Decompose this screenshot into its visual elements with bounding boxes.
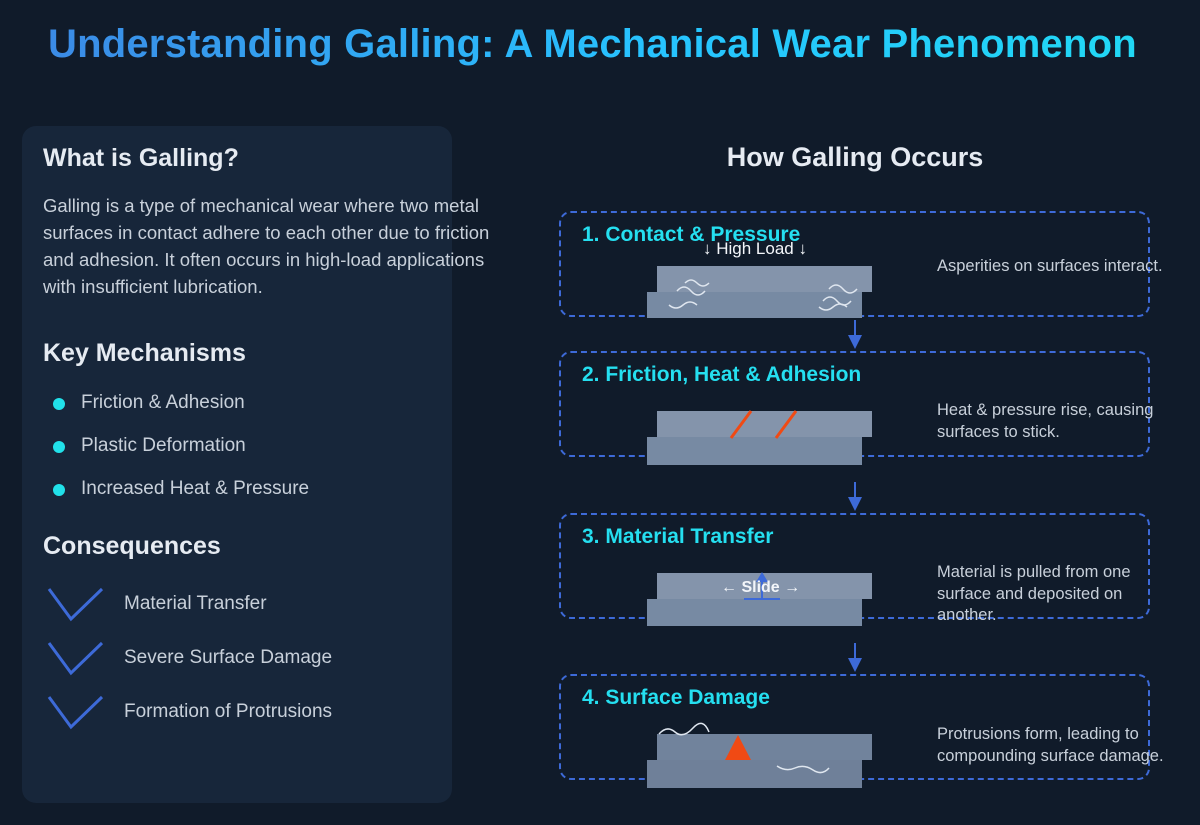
stage-contact-pressure: 1. Contact & Pressure ↓ High Load ↓ Aspe… [559,211,1163,318]
consequence-item: Material Transfer [46,583,446,623]
checkmark-icon [47,641,104,676]
stage-description: Material is pulled from one surface and … [937,563,1131,624]
arrow-down-icon [848,482,862,511]
stage-title: 3. Material Transfer [582,525,774,548]
consequence-label: Severe Surface Damage [124,647,333,668]
key-mechanisms-heading: Key Mechanisms [43,339,246,367]
checkmark-icon [47,695,104,730]
stage-title: 2. Friction, Heat & Adhesion [582,363,862,386]
damage-marks [658,722,830,774]
info-panel [22,126,452,803]
transfer-arrow-icon [744,572,780,600]
page-title: Understanding Galling: A Mechanical Wear… [48,22,1137,66]
heat-streaks [729,410,798,439]
lower-surface [647,599,862,626]
upper-surface [657,266,872,292]
stage-material-transfer: 3. Material Transfer ← Slide → Material … [559,513,1150,626]
checkmark-icon [47,587,104,622]
lower-surface [647,437,862,465]
stage-friction-heat-adhesion: 2. Friction, Heat & Adhesion Heat & pres… [559,351,1153,465]
process-heading: How Galling Occurs [726,142,984,172]
mechanism-label: Increased Heat & Pressure [81,478,310,499]
arrow-down-icon [848,643,862,672]
mechanism-label: Plastic Deformation [81,435,246,456]
stage-description: Protrusions form, leading to compounding… [937,725,1164,765]
mechanism-item: Friction & Adhesion [53,392,433,416]
asperity-squiggles [668,279,858,311]
consequences-heading: Consequences [43,532,221,560]
stage-surface-damage: 4. Surface Damage Protrusions form, lead… [559,674,1164,788]
consequence-item: Severe Surface Damage [46,637,446,677]
what-is-galling-heading: What is Galling? [43,144,239,172]
lower-surface [647,760,862,788]
stage-title: 1. Contact & Pressure [582,223,801,246]
upper-surface [657,411,872,437]
mechanism-label: Friction & Adhesion [81,392,245,413]
bullet-dot-icon [53,398,65,410]
mechanism-item: Plastic Deformation [53,435,433,459]
stage-description: Heat & pressure rise, causing surfaces t… [937,401,1154,441]
consequence-label: Formation of Protrusions [124,701,333,722]
high-load-label: ↓ High Load ↓ [703,239,807,258]
stage-description: Asperities on surfaces interact. [937,257,1163,275]
mechanism-item: Increased Heat & Pressure [53,478,433,502]
consequence-item: Formation of Protrusions [46,691,446,731]
slide-label: ← Slide → [721,579,801,596]
arrow-down-icon [848,320,862,349]
bullet-dot-icon [53,441,65,453]
stage-title: 4. Surface Damage [582,686,770,709]
upper-surface [657,734,872,760]
consequence-label: Material Transfer [124,593,267,614]
galling-definition: Galling is a type of mechanical wear whe… [43,195,490,297]
bullet-dot-icon [53,484,65,496]
